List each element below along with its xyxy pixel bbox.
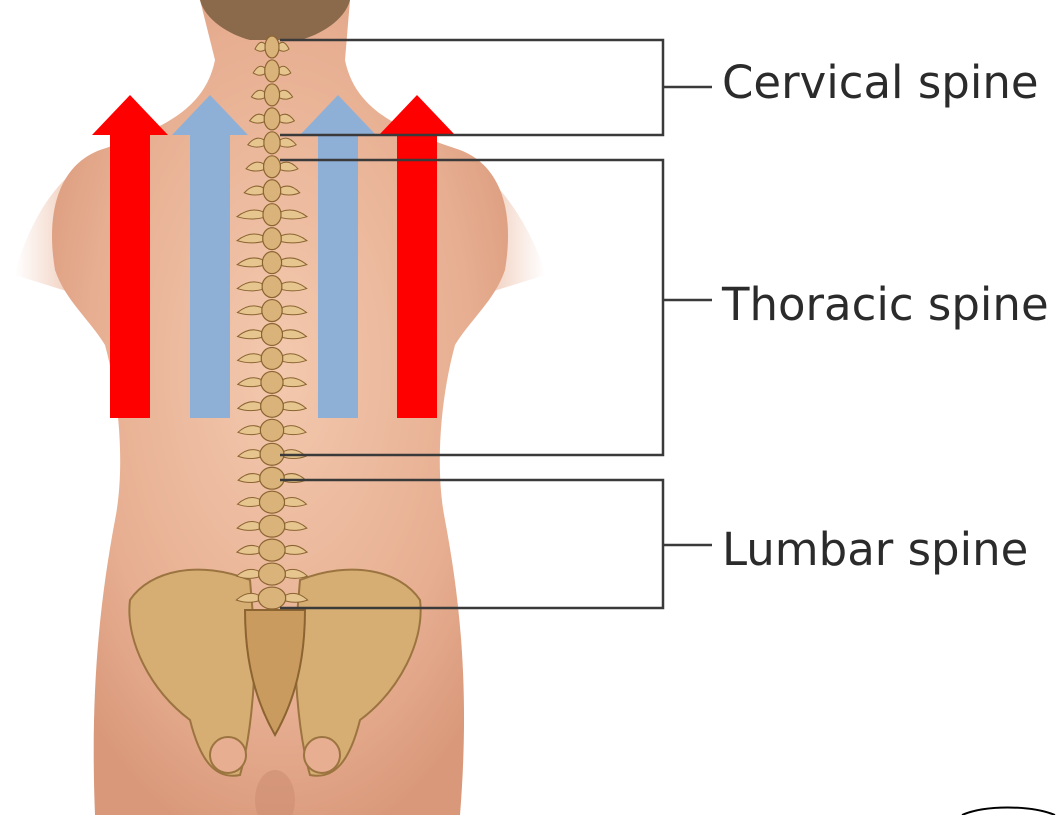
- pelvic-foramen-right: [304, 737, 340, 773]
- lumbar-spine-label: Lumbar spine: [722, 527, 1028, 572]
- cervical-spine-label: Cervical spine: [722, 60, 1039, 105]
- circle-outline-icon: [962, 808, 1055, 815]
- thoracic-spine-label: Thoracic spine: [722, 282, 1049, 327]
- pelvic-foramen-left: [210, 737, 246, 773]
